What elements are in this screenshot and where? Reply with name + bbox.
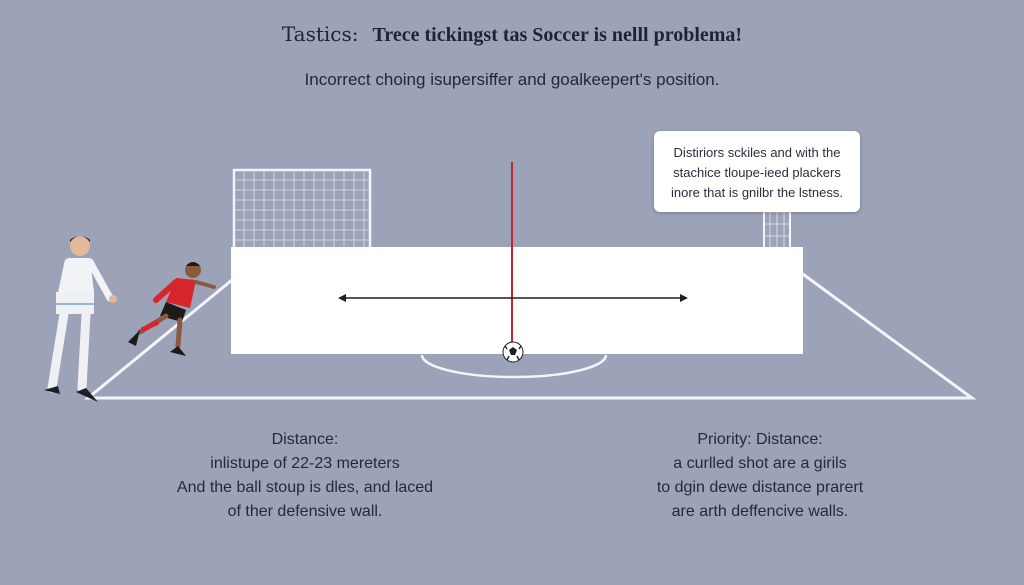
penalty-arc bbox=[420, 354, 608, 379]
callout-line: Distiriors sckiles and with the bbox=[673, 145, 841, 160]
callout-line: stachice tloupe-ieed plackers bbox=[673, 165, 841, 180]
defender-player-icon bbox=[44, 236, 117, 402]
page-subtitle: Incorrect choing isupersiffer and goalke… bbox=[304, 70, 720, 89]
soccer-ball-icon bbox=[502, 341, 524, 363]
callout-box: Distiriors sckiles and with the stachice… bbox=[654, 131, 860, 212]
right-note-line: to dgin dewe distance prarert bbox=[656, 479, 864, 496]
title-main: Trece tickingst tas Soccer is nelll prob… bbox=[372, 24, 743, 46]
right-note-line: a curlled shot are a girils bbox=[673, 455, 847, 472]
penalty-box-lines bbox=[83, 270, 977, 400]
distance-arrow bbox=[338, 294, 688, 302]
left-note-line: And the ball stoup is dles, and laced bbox=[176, 479, 434, 496]
callout-line: inore that is gnilbr the lstness. bbox=[671, 185, 843, 200]
page-title: Tastics: Trece tickingst tas Soccer is ne… bbox=[0, 22, 1024, 47]
left-note-heading: Distance: bbox=[271, 431, 339, 448]
defensive-wall-block bbox=[231, 247, 803, 354]
right-note-heading: Priority: Distance: bbox=[697, 431, 823, 448]
left-note: Distance: inlistupe of 22-23 mereters An… bbox=[150, 428, 460, 524]
left-note-line: inlistupe of 22-23 mereters bbox=[210, 455, 400, 472]
left-note-line: of ther defensive wall. bbox=[227, 503, 383, 520]
right-note-line: are arth deffencive walls. bbox=[671, 503, 849, 520]
attacker-player-icon bbox=[128, 262, 216, 356]
title-prefix: Tastics: bbox=[281, 22, 359, 46]
right-note: Priority: Distance: a curlled shot are a… bbox=[610, 428, 910, 524]
left-goal-net bbox=[232, 168, 372, 252]
